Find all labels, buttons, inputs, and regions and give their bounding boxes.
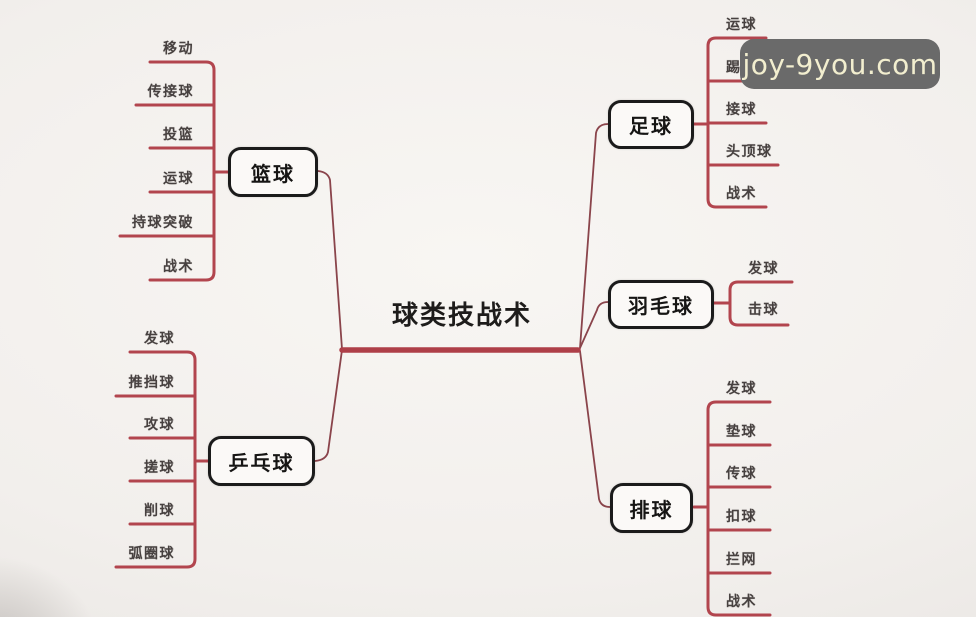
node-label: 乒乓球 xyxy=(228,450,295,475)
node-label: 篮球 xyxy=(251,161,295,186)
node-badminton: 羽毛球 xyxy=(608,280,714,329)
node-table-tennis: 乒乓球 xyxy=(208,436,315,486)
node-label: 羽毛球 xyxy=(628,294,694,318)
connector-line xyxy=(579,123,609,349)
watermark-badge: joy-9you.com xyxy=(740,39,940,89)
connector-line xyxy=(579,301,609,349)
leaf-label: 削球 xyxy=(144,503,175,519)
watermark-text: joy-9you.com xyxy=(742,47,938,81)
leaf-label: 战术 xyxy=(726,594,757,610)
node-label: 足球 xyxy=(629,114,673,138)
leaf-label: 传接球 xyxy=(147,84,194,100)
leaf-label: 击球 xyxy=(748,302,779,318)
node-volleyball: 排球 xyxy=(610,483,693,533)
leaf-label: 移动 xyxy=(163,41,194,57)
leaf-label: 运球 xyxy=(726,17,757,33)
leaf-label: 弧圈球 xyxy=(128,546,175,562)
leaf-label: 战术 xyxy=(726,186,757,202)
node-football: 足球 xyxy=(608,100,694,149)
leaf-label: 发球 xyxy=(748,261,779,277)
leaf-label: 发球 xyxy=(144,331,175,347)
connector-line xyxy=(314,349,343,462)
central-topic-label: 球类技战术 xyxy=(391,301,532,331)
leaf-label: 持球突破 xyxy=(132,215,194,231)
leaf-label: 拦网 xyxy=(726,552,757,568)
leaf-label: 投篮 xyxy=(163,127,194,143)
leaf-label: 发球 xyxy=(726,381,757,397)
leaf-label: 扣球 xyxy=(726,509,757,525)
leaf-label: 攻球 xyxy=(144,417,175,433)
connector-line xyxy=(317,170,343,350)
leaf-label: 推挡球 xyxy=(128,375,175,391)
connector-line xyxy=(579,350,611,508)
leaf-label: 运球 xyxy=(163,171,194,187)
node-connectors xyxy=(314,123,611,508)
node-label: 排球 xyxy=(629,497,674,522)
leaf-label: 战术 xyxy=(163,259,194,275)
leaf-label: 接球 xyxy=(726,102,757,118)
node-basketball: 篮球 xyxy=(228,147,318,197)
leaf-label: 头顶球 xyxy=(726,144,773,160)
leaf-label: 垫球 xyxy=(726,424,757,440)
leaf-label: 传球 xyxy=(726,466,757,482)
leaf-label: 搓球 xyxy=(144,460,175,476)
